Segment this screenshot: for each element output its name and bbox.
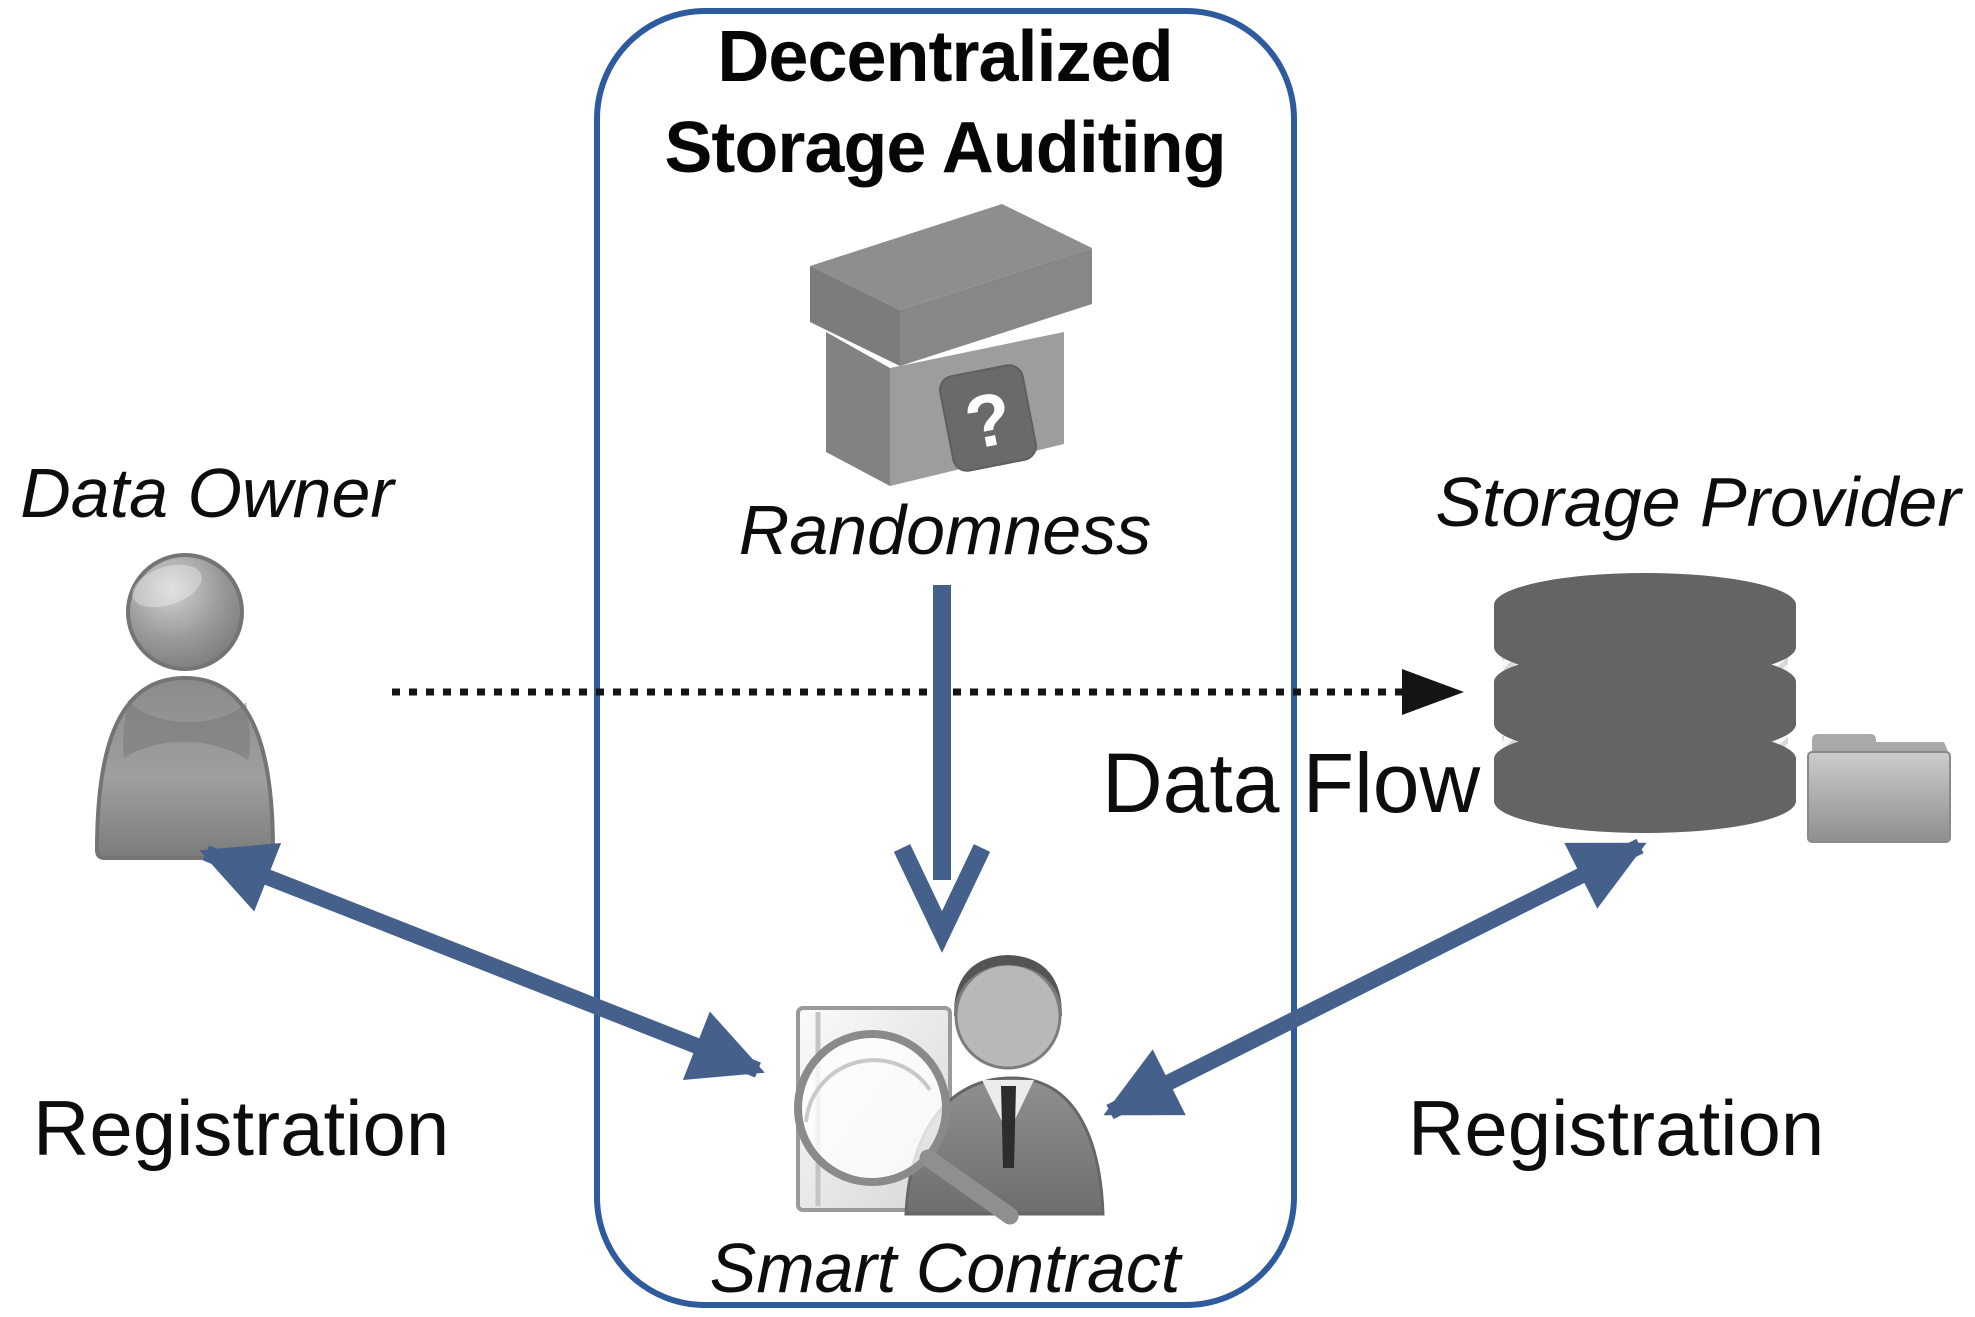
data-flow-arrow: [392, 669, 1464, 715]
folder-icon: [1807, 734, 1951, 843]
provider-registration-arrow: [1103, 838, 1647, 1120]
storage-provider-label: Storage Provider: [1435, 463, 1961, 541]
owner-registration-arrow: [199, 842, 765, 1081]
data-flow-label: Data Flow: [1102, 736, 1481, 830]
auditing-boundary-box: [594, 8, 1297, 1308]
diagram-title: Decentralized Storage Auditing: [596, 12, 1294, 193]
mystery-box-icon: ?: [810, 204, 1092, 486]
registration-right-label: Registration: [1408, 1084, 1825, 1172]
data-owner-label: Data Owner: [20, 454, 394, 532]
randomness-to-contract-arrow: [893, 585, 991, 953]
registration-left-label: Registration: [33, 1084, 450, 1172]
randomness-label: Randomness: [738, 491, 1152, 569]
database-icon: [1494, 573, 1796, 833]
title-line-1: Decentralized: [717, 17, 1173, 97]
title-line-2: Storage Auditing: [664, 107, 1226, 188]
person-icon: [94, 553, 276, 860]
auditor-icon: [794, 955, 1105, 1225]
smart-contract-label: Smart Contract: [709, 1229, 1181, 1307]
